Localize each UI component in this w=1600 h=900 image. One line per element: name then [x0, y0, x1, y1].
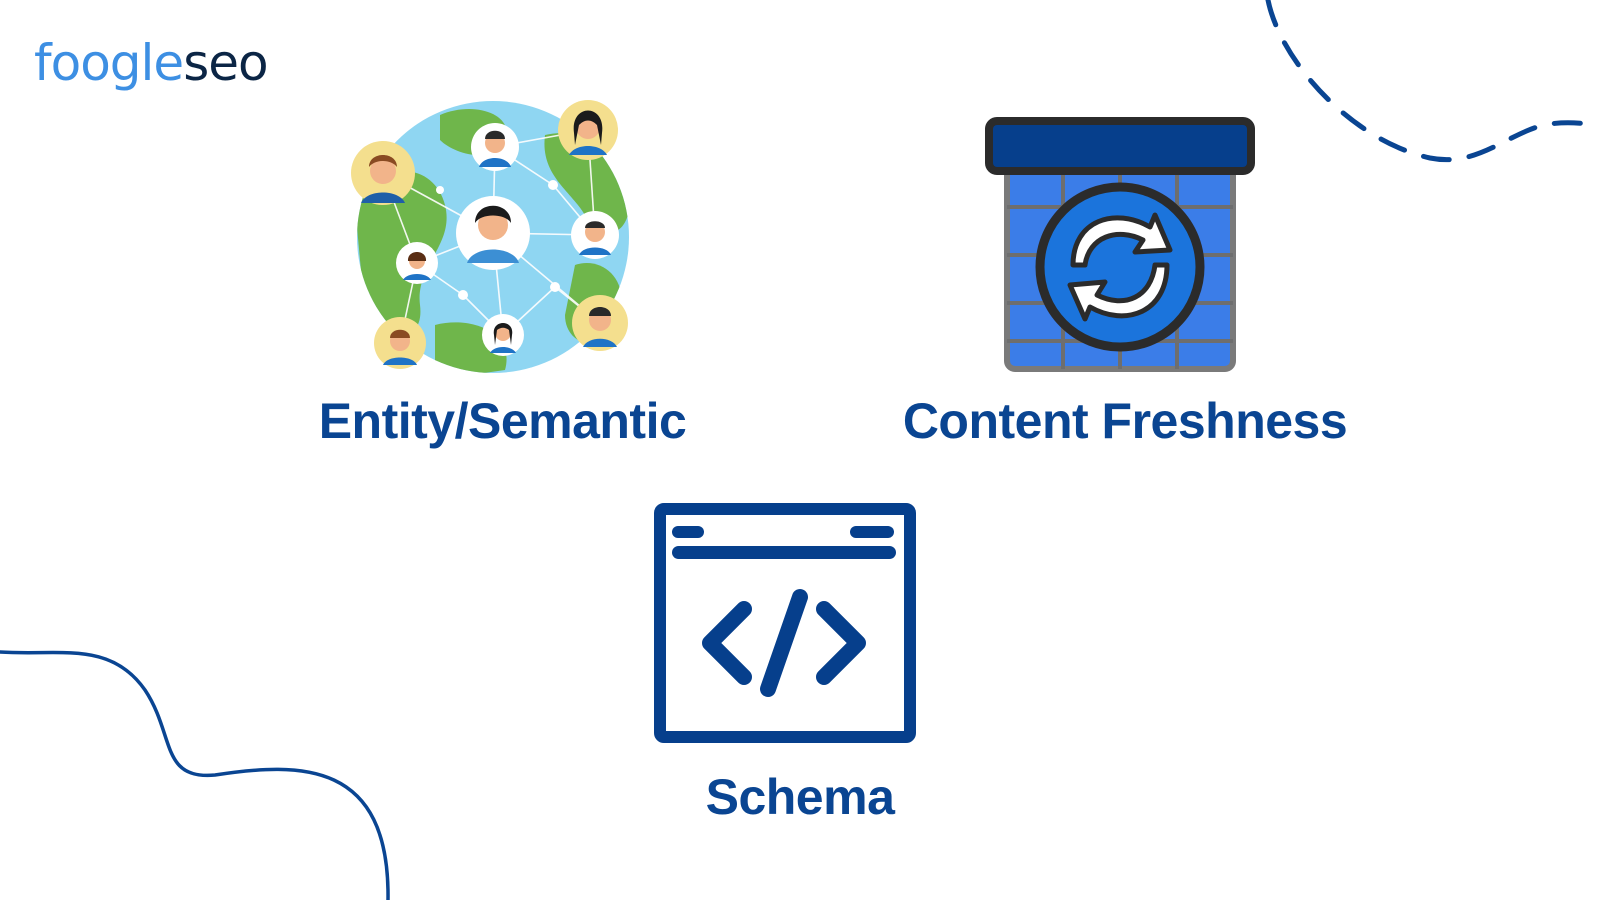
- calendar-refresh-icon: [985, 117, 1255, 372]
- code-window-icon: [654, 503, 916, 743]
- logo-text-secondary: seo: [183, 34, 268, 92]
- globe-people-network-icon: [351, 100, 629, 373]
- wavy-curve-decoration: [0, 650, 390, 900]
- schema-label: Schema: [705, 769, 895, 825]
- logo-text-primary: foogle: [34, 34, 184, 92]
- entity-semantic-label: Entity/Semantic: [318, 393, 687, 449]
- dashed-curve-decoration: [1265, 0, 1600, 163]
- content-freshness-label: Content Freshness: [902, 393, 1348, 449]
